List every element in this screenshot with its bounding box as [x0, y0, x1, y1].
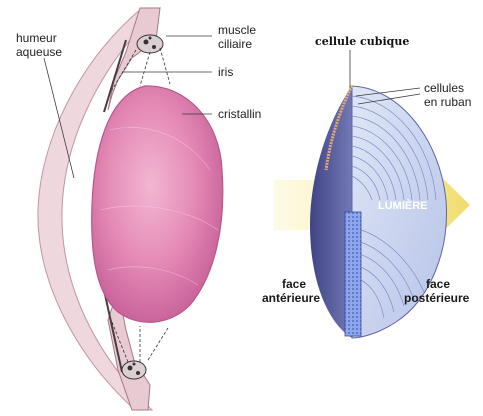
label-face-anterieure-2: antérieure: [262, 291, 320, 305]
label-face-posterieure-2: postérieure: [404, 291, 470, 305]
label-cristallin: cristallin: [218, 107, 261, 121]
lens-cell-diagram: LUMIÈRE cellule cubique cellules en ruba…: [262, 35, 471, 338]
ciliary-muscle-bottom: [122, 361, 146, 379]
label-iris: iris: [218, 65, 233, 79]
label-cellules-en-ruban-2: en ruban: [424, 95, 471, 109]
cubic-cell-mosaic: [345, 212, 361, 336]
label-humeur-aqueuse: humeur: [16, 31, 57, 45]
label-cellules-en-ruban: cellules: [424, 81, 464, 95]
label-lumiere: LUMIÈRE: [378, 199, 428, 212]
label-face-posterieure: face: [426, 277, 450, 291]
label-humeur-aqueuse-2: aqueuse: [16, 45, 62, 59]
label-muscle-ciliaire-2: ciliaire: [218, 37, 252, 51]
lens-cristallin: [92, 86, 223, 322]
label-face-anterieure: face: [282, 277, 306, 291]
ciliary-muscle-top: [137, 35, 163, 53]
label-muscle-ciliaire: muscle: [218, 23, 256, 37]
eye-section-diagram: humeur aqueuse muscle ciliaire iris cris…: [16, 8, 261, 410]
label-cellule-cubique: cellule cubique: [315, 35, 409, 48]
